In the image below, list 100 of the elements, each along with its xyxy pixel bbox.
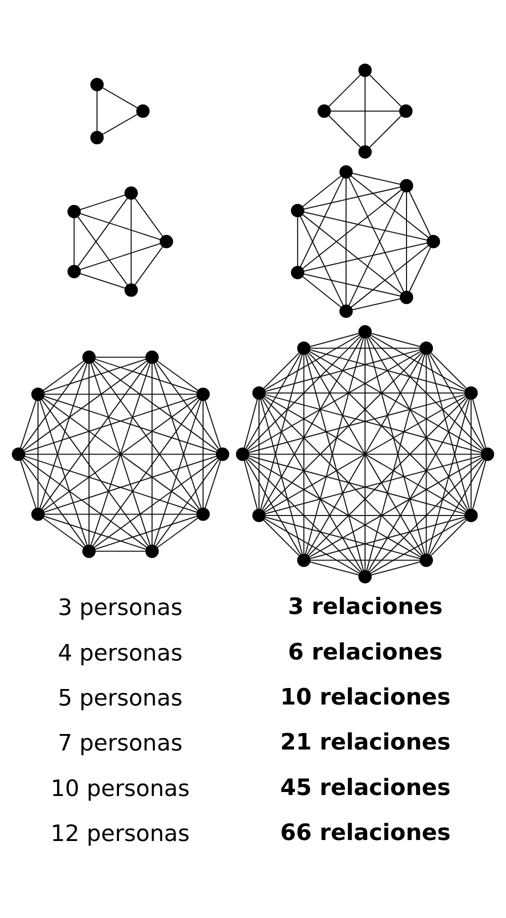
connector — [102, 87, 138, 108]
connector — [44, 358, 146, 393]
connector — [263, 352, 422, 512]
connector — [370, 518, 466, 574]
connector — [42, 360, 84, 391]
connector — [310, 349, 466, 392]
connector — [41, 362, 149, 510]
connector — [134, 198, 164, 237]
node-circle — [90, 78, 104, 92]
label: 45 relaciones — [280, 774, 451, 801]
connector — [368, 398, 468, 572]
connector — [22, 362, 86, 450]
connector — [350, 245, 429, 308]
connector — [24, 454, 216, 455]
connector — [263, 352, 300, 389]
connector — [94, 360, 218, 451]
label: 21 relaciones — [280, 730, 451, 756]
connector — [310, 516, 465, 560]
node-circle — [399, 104, 413, 118]
node-circle — [318, 104, 331, 118]
connector — [472, 460, 486, 510]
connector — [350, 176, 429, 238]
node-circle — [464, 508, 478, 522]
connector — [244, 398, 258, 448]
node-circle — [358, 64, 372, 77]
connector — [348, 191, 404, 306]
connector — [95, 356, 146, 358]
node-circle — [196, 388, 210, 401]
connector — [78, 198, 128, 267]
connector — [348, 177, 404, 292]
connector — [44, 394, 197, 395]
connector — [472, 398, 486, 448]
connector — [308, 352, 467, 512]
connector — [369, 74, 402, 108]
connector — [80, 194, 126, 210]
label: 7 personas — [58, 730, 182, 757]
node-circle — [464, 386, 478, 400]
connector — [309, 457, 482, 558]
connector — [429, 353, 485, 450]
node-circle — [145, 544, 159, 558]
connector — [346, 178, 347, 305]
connector — [24, 456, 198, 513]
connector — [427, 399, 470, 554]
label: 12 personas — [50, 821, 190, 848]
connector — [370, 334, 466, 390]
connector — [155, 459, 220, 546]
node-circle — [236, 448, 250, 461]
connector — [309, 351, 482, 452]
connector — [244, 460, 258, 510]
label: 10 relaciones — [280, 684, 451, 711]
connector — [78, 216, 128, 286]
connector — [44, 516, 146, 550]
connector — [427, 354, 470, 510]
connector — [297, 217, 298, 266]
node-circle — [145, 350, 159, 364]
connector — [92, 362, 200, 510]
connector — [88, 364, 90, 545]
connector — [246, 458, 361, 572]
node-circle — [31, 508, 45, 521]
connector — [74, 218, 75, 266]
connector — [263, 520, 300, 556]
connector — [300, 216, 344, 306]
connector — [406, 192, 408, 292]
connector — [264, 334, 360, 390]
connector — [42, 398, 198, 511]
node-circle — [90, 130, 104, 144]
node-circle — [420, 342, 433, 355]
connector — [202, 400, 204, 508]
connector — [154, 363, 202, 508]
connector — [310, 560, 420, 561]
node-circle — [124, 186, 138, 200]
connector — [430, 520, 467, 556]
connector — [20, 400, 37, 448]
node-circle — [252, 508, 266, 522]
connector — [352, 298, 401, 310]
node-circle — [290, 204, 304, 218]
node-circle — [82, 544, 96, 558]
connector — [248, 457, 421, 558]
connector — [263, 397, 422, 556]
connector — [80, 243, 161, 270]
label: 10 personas — [50, 776, 190, 802]
connector — [23, 360, 148, 451]
connector — [304, 186, 401, 210]
connector — [39, 400, 88, 546]
connector — [310, 561, 360, 576]
connector — [266, 514, 465, 516]
label: 3 personas — [58, 595, 182, 622]
connector — [328, 74, 362, 107]
connector — [94, 516, 198, 550]
connector — [308, 397, 467, 556]
node-circle — [339, 165, 353, 179]
connector — [102, 114, 138, 135]
connector — [37, 400, 38, 508]
label: 4 personas — [58, 640, 182, 666]
connector — [156, 360, 198, 391]
label: 3 relaciones — [288, 594, 443, 620]
connector — [152, 364, 153, 545]
label: 6 relaciones — [288, 639, 443, 666]
connector — [42, 517, 84, 548]
connector — [304, 273, 400, 296]
